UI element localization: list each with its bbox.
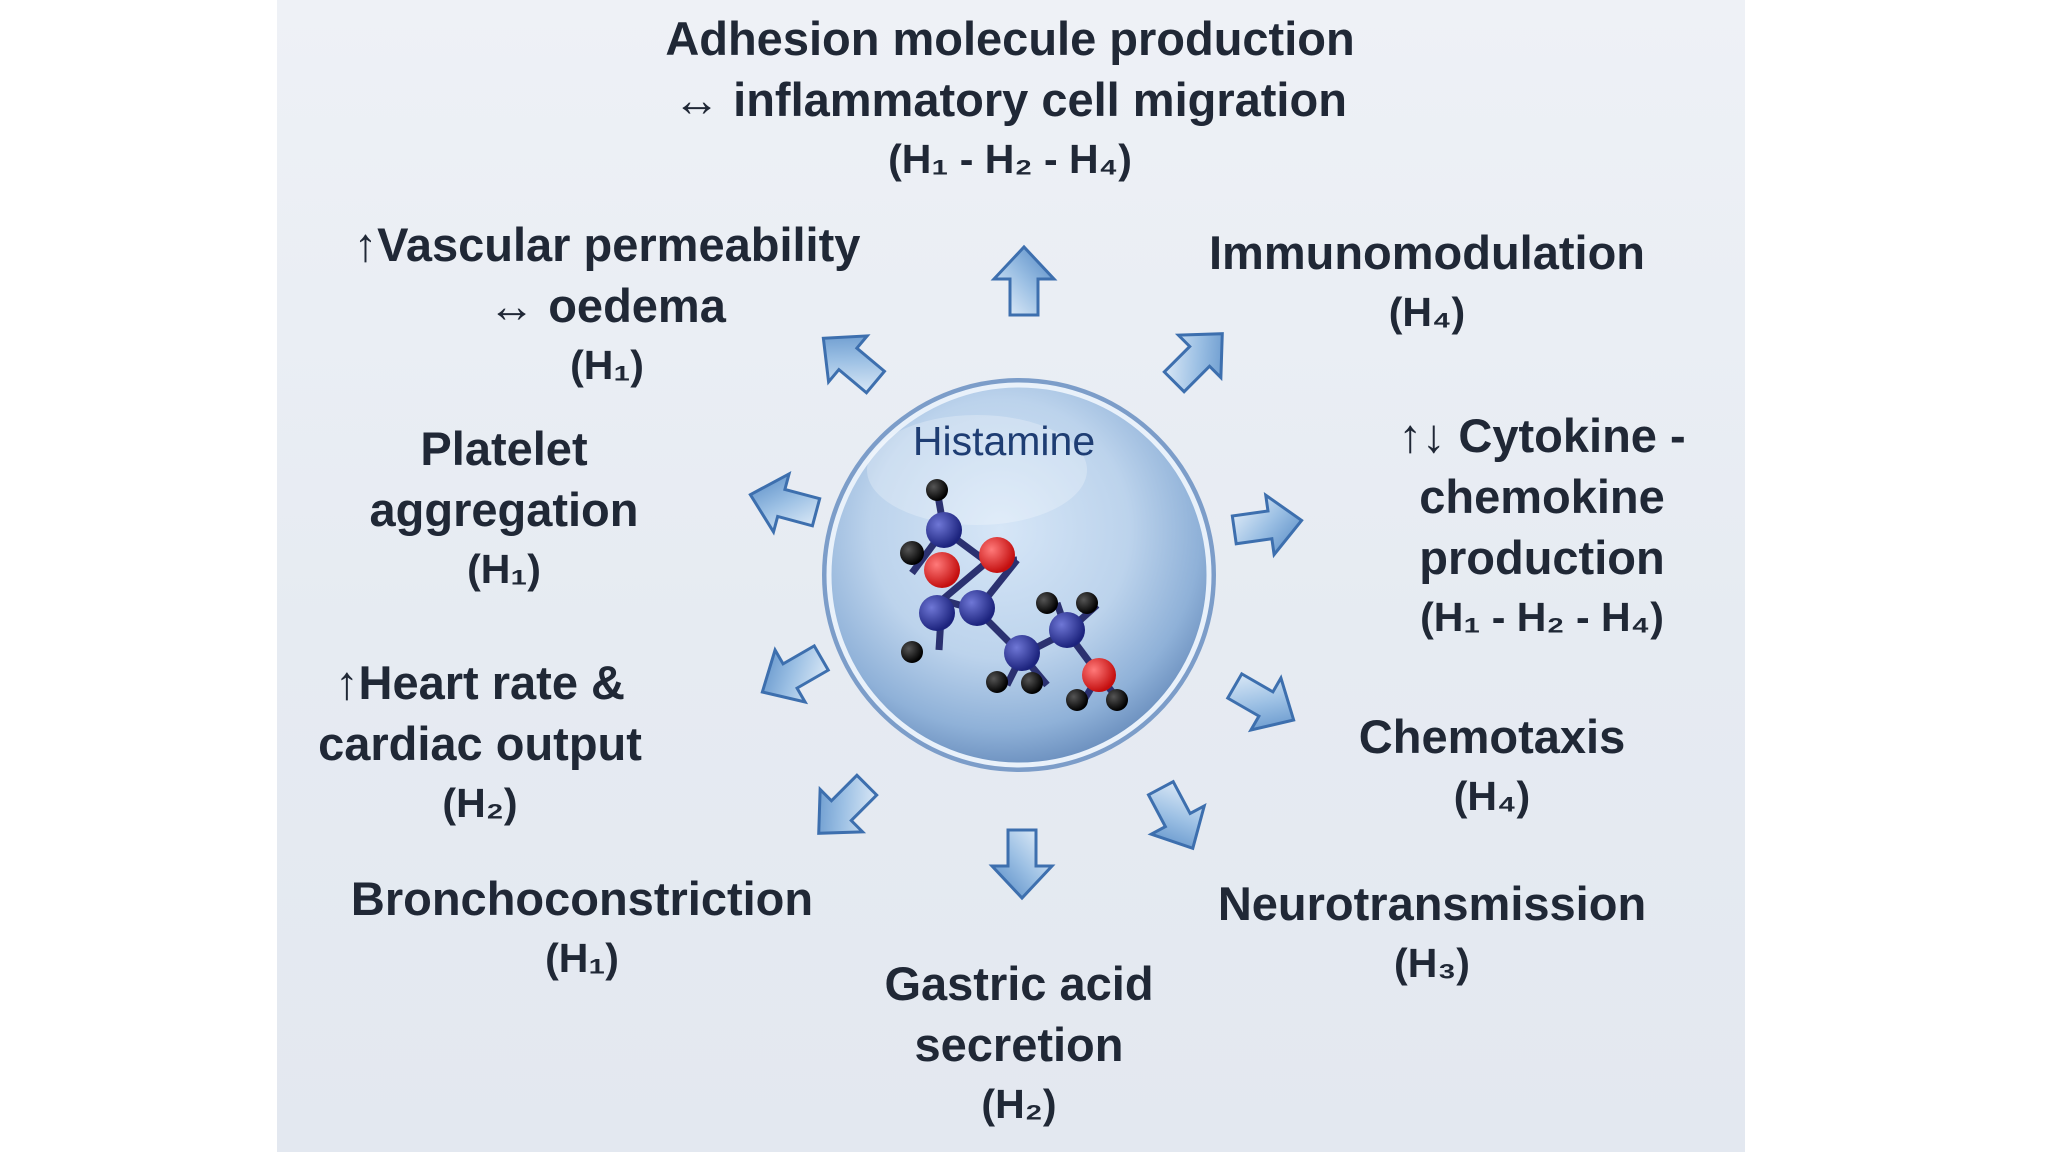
effect-line: ↔ inflammatory cell migration [673,73,1347,126]
receptor-label: (H₁ - H₂ - H₄) [1420,594,1664,640]
effect-line: ↑Vascular permeability [353,218,861,271]
effect-line: chemokine [1419,470,1665,523]
effect-line: Adhesion molecule production [665,12,1355,65]
effect-line: production [1419,531,1665,584]
effect-line: Immunomodulation [1208,226,1646,279]
arrow-to-neuro [1132,772,1221,864]
effect-line: ↔ oedema [488,279,726,332]
arrow-to-gastric [990,828,1054,900]
effect-adhesion: Adhesion molecule production ↔ inflammat… [665,8,1354,188]
effect-line: secretion [914,1018,1124,1071]
receptor-label: (H₁ - H₂ - H₄) [888,136,1132,182]
effect-line: aggregation [369,483,639,536]
effect-line: cardiac output [318,717,642,770]
receptor-label: (H₂) [981,1081,1057,1127]
effect-line: Bronchoconstriction [350,872,814,925]
arrow-to-adhesion [992,245,1056,317]
receptor-label: (H₁) [545,935,619,981]
effect-chemotaxis: Chemotaxis (H₄) [1359,706,1625,825]
effect-cytokine: ↑↓ Cytokine - chemokine production (H₁ -… [1398,405,1685,646]
effect-line: Chemotaxis [1358,710,1626,763]
effect-heart: ↑Heart rate & cardiac output (H₂) [318,652,642,832]
effect-platelet: Platelet aggregation (H₁) [370,418,639,598]
arrow-to-chemotaxis [1218,658,1311,748]
histamine-atoms [900,479,1128,711]
arrow-to-broncho [796,762,890,856]
effect-gastric: Gastric acid secretion (H₂) [884,953,1153,1133]
effect-line: Gastric acid [884,957,1154,1010]
receptor-label: (H₃) [1394,940,1470,986]
effect-vascular: ↑Vascular permeability ↔ oedema (H₁) [354,214,861,394]
effect-line: Platelet [420,422,588,475]
histamine-label: Histamine [912,418,1096,464]
receptor-label: (H₁) [467,546,541,592]
effect-line: ↑↓ Cytokine - [1398,409,1686,462]
effect-line: Neurotransmission [1217,877,1647,930]
receptor-label: (H₂) [442,780,518,826]
effect-neuro: Neurotransmission (H₃) [1218,873,1646,992]
effect-immunomodulation: Immunomodulation (H₄) [1209,222,1645,341]
receptor-label: (H₄) [1388,289,1466,335]
arrow-to-platelet [741,464,826,543]
receptor-label: (H₄) [1453,773,1531,819]
effect-broncho: Bronchoconstriction (H₁) [351,868,813,987]
diagram-graphics [741,245,1311,900]
arrow-to-cytokine [1228,489,1308,562]
receptor-label: (H₁) [570,342,644,388]
effect-line: ↑Heart rate & [335,656,625,709]
arrow-to-heart [745,630,838,720]
histamine-effects-diagram: Histamine Adhesion molecule production ↔… [277,0,1745,1152]
